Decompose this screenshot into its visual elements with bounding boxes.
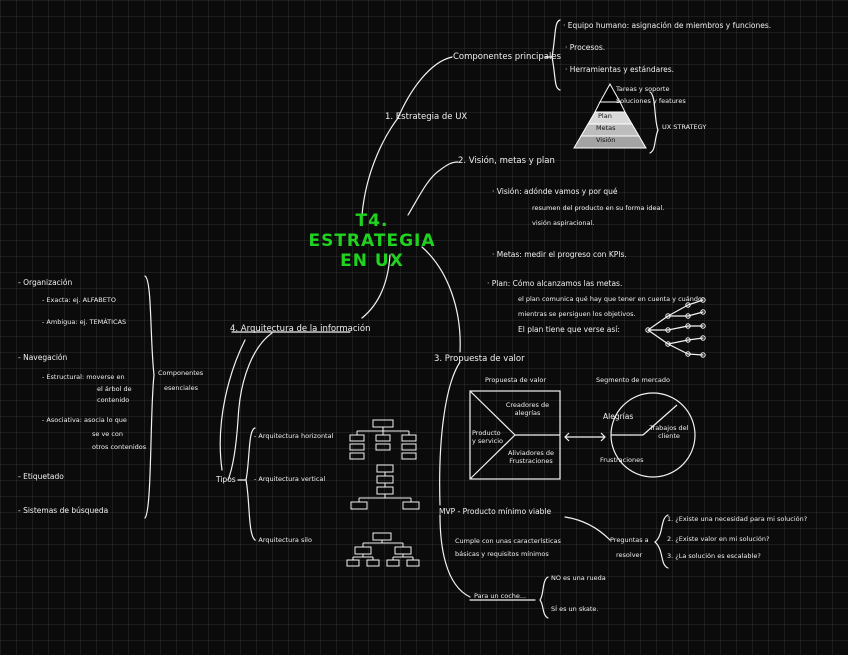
comp-ambigua: - Ambigua: ej. TEMÁTICAS xyxy=(42,318,127,326)
mvp-desc-line-2: básicas y requisitos mínimos xyxy=(455,550,549,558)
vision-line-2: resumen del producto en su forma ideal. xyxy=(532,204,665,212)
mvp-label: MVP - Producto mínimo viable xyxy=(439,507,552,516)
ux-strategy-pyramid xyxy=(573,82,647,149)
comp-asociativa-line-1: - Asociativa: asocia lo que xyxy=(42,416,127,424)
question-2: 2. ¿Existe valor en mi solución? xyxy=(667,535,770,543)
comp-exacta: - Exacta: ej. ALFABETO xyxy=(42,296,116,304)
central-title-line-2: EN UX xyxy=(340,251,404,271)
branch-4-label: 4. Arquitectura de la información xyxy=(230,324,371,334)
comp-organizacion: - Organización xyxy=(18,278,73,287)
segment-cell-trabajos: Trabajos del cliente xyxy=(649,424,689,440)
comp-asociativa-line-3: otros contenidos xyxy=(92,443,147,451)
value-proposition-canvas xyxy=(469,390,696,480)
plan-line-1: · Plan: Cómo alcanzamos las metas. xyxy=(487,279,623,288)
comp-navegacion: - Navegación xyxy=(18,353,68,362)
pyramid-top-label-2: Soluciones y features xyxy=(616,97,686,105)
segment-cell-frustraciones: Frustraciones xyxy=(600,456,644,464)
plan-line-3: mientras se persiguen los objetivos. xyxy=(518,310,636,318)
proposal-cell-product: Producto y servicio xyxy=(472,429,503,445)
architecture-diagrams xyxy=(346,419,420,567)
proposal-cell-creators: Creadores de alegrías xyxy=(505,401,550,417)
comp-estructural-line-1: - Estructural: moverse en xyxy=(42,373,125,381)
type-horizontal: - Arquitectura horizontal xyxy=(254,432,334,440)
component-item-herramientas: · Herramientas y estándares. xyxy=(565,65,675,74)
central-title: T4. ESTRATEGIA EN UX xyxy=(304,211,440,271)
comp-estructural-line-3: contenido xyxy=(97,396,130,404)
pyramid-level-vision: Visión xyxy=(596,136,616,144)
types-label: Tipos xyxy=(216,475,236,484)
comp-etiquetado: - Etiquetado xyxy=(18,472,64,481)
type-vertical: - Arquitectura vertical xyxy=(254,475,326,483)
central-title-line-1: T4. ESTRATEGIA xyxy=(308,211,436,251)
components-principales-label: Componentes principales xyxy=(453,52,562,62)
comp-asociativa-line-2: se ve con xyxy=(92,430,124,438)
component-item-procesos: · Procesos. xyxy=(565,43,606,52)
car-label: Para un coche... xyxy=(474,592,527,600)
type-silo: - Arquitectura silo xyxy=(254,536,312,544)
comp-estructural-line-2: el árbol de xyxy=(97,385,132,393)
car-option-si: SÍ es un skate. xyxy=(551,605,599,613)
ux-strategy-label: UX STRATEGY xyxy=(662,123,707,131)
car-option-no: NO es una rueda xyxy=(551,574,606,582)
branch-1-label: 1. Estrategia de UX xyxy=(385,112,468,122)
vision-line-1: · Visión: adónde vamos y por qué xyxy=(492,187,618,196)
plan-line-4: El plan tiene que verse así: xyxy=(518,325,620,334)
pyramid-level-metas: Metas xyxy=(596,124,616,132)
metas-line: · Metas: medir el progreso con KPIs. xyxy=(492,250,627,259)
proposal-title: Propuesta de valor xyxy=(485,376,547,384)
branch-3-label: 3. Propuesta de valor xyxy=(434,354,525,364)
pyramid-level-plan: Plan xyxy=(598,112,612,120)
segment-title: Segmento de mercado xyxy=(596,376,671,384)
vision-line-3: visión aspiracional. xyxy=(532,219,595,227)
questions-label-line-2: resolver xyxy=(616,551,643,559)
component-item-equipo: · Equipo humano: asignación de miembros … xyxy=(563,21,772,30)
question-1: 1. ¿Existe una necesidad para mi solució… xyxy=(667,515,808,523)
proposal-cell-relievers: Aliviadores de Frustraciones xyxy=(508,449,554,465)
segment-cell-alegrias: Alegrías xyxy=(603,412,634,421)
mvp-desc-line-1: Cumple con unas características xyxy=(455,537,561,545)
plan-line-2: el plan comunica qué hay que tener en cu… xyxy=(518,295,702,303)
components-esenciales-line-1: Componentes xyxy=(158,369,204,377)
branch-2-label: 2. Visión, metas y plan xyxy=(458,156,555,166)
question-3: 3. ¿La solución es escalable? xyxy=(667,552,761,560)
comp-sistemas: - Sistemas de búsqueda xyxy=(18,506,109,515)
pyramid-top-label-1: Tareas y soporte xyxy=(616,85,670,93)
questions-label-line-1: Preguntas a xyxy=(610,536,649,544)
components-esenciales-line-2: esenciales xyxy=(164,384,199,392)
